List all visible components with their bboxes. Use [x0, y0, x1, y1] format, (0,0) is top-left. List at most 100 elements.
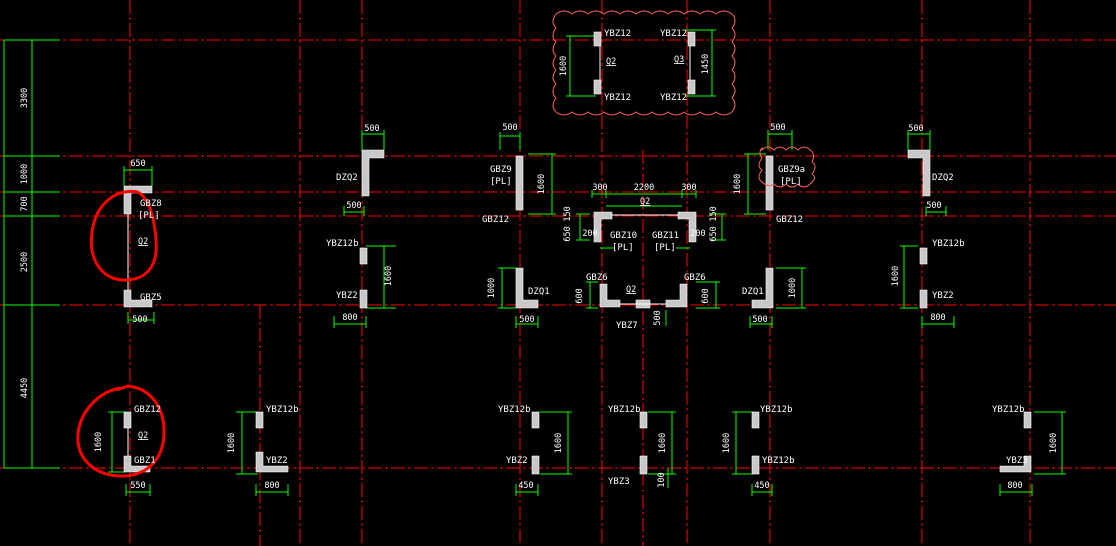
column-ybz12b-b	[255, 411, 264, 429]
dim-200-right: 200	[690, 229, 705, 239]
dim-1600-ybz12b-g: 1600	[722, 433, 732, 453]
label-gbz1: GBZ1	[134, 456, 156, 466]
column-gbz12-left	[123, 411, 132, 429]
column-gbz9	[515, 155, 524, 211]
dim-500-dzq1-right: 500	[752, 315, 767, 325]
column-gbz11	[677, 211, 697, 243]
dim-1600-ybz12b-c: 1600	[891, 266, 901, 286]
dim-150-left: 150	[563, 206, 573, 221]
column-ybz2-b	[255, 451, 289, 473]
column-gbz9a	[765, 155, 774, 211]
label-gbz9a: GBZ9a	[778, 165, 805, 175]
dim-1600-ybz12b-h: 1600	[1049, 433, 1059, 453]
dim-500-ybz7: 500	[653, 310, 663, 325]
column-ybz12b-g	[751, 411, 760, 429]
label-ybz12b-g: YBZ12b	[760, 405, 793, 415]
dim-450-ybz3-d: 450	[518, 481, 533, 491]
dim-500-gbz9a: 500	[770, 123, 785, 133]
label-ybz12b-b: YBZ12b	[266, 405, 299, 415]
label-gbz12-left: GBZ12	[134, 405, 161, 415]
wall-lines	[127, 46, 691, 456]
dim-650-gbz8: 650	[130, 159, 145, 169]
column-gbz6-left	[599, 283, 621, 308]
label-ybz12b-e: YBZ12b	[608, 405, 641, 415]
revision-cloud-top	[552, 10, 736, 116]
column-ybz12-bl	[593, 79, 602, 95]
dim-800-ybz2-b: 800	[264, 481, 279, 491]
column-ybz3-d	[531, 455, 540, 475]
column-dzq1-left	[515, 267, 539, 309]
label-ybz12-bl: YBZ12	[604, 93, 631, 103]
label-dzq2-left: DZQ2	[336, 173, 358, 183]
dim-1600-ybz12b-a: 1600	[384, 266, 394, 286]
revision-cloud-gbz9a	[758, 146, 816, 188]
label-gbz10: GBZ10	[610, 231, 637, 241]
label-ybz2-b: YBZ2	[266, 456, 288, 466]
label-ybz3-g: YBZ12b	[762, 456, 795, 466]
label-dzq1-right: DZQ1	[742, 287, 764, 297]
column-dzq2-right	[907, 149, 931, 197]
dim-1600-gbz9a: 1600	[733, 174, 743, 194]
column-ybz12b-c	[919, 247, 928, 265]
label-ybz12b-d: YBZ12b	[498, 405, 531, 415]
dim-left-1000: 1000	[20, 164, 30, 184]
dim-500-dzq2-right-bottom: 500	[926, 201, 941, 211]
dim-300-left: 300	[592, 183, 607, 193]
column-dzq2-left	[361, 149, 385, 197]
wall-label-q2-gbz6: Q2	[626, 285, 636, 295]
label-ybz12b-h: YBZ12b	[992, 405, 1025, 415]
dim-2200: 2200	[634, 183, 654, 193]
column-ybz2-h	[999, 455, 1032, 473]
wall-label-q2-top: Q2	[606, 57, 616, 67]
column-ybz12-tr	[687, 31, 696, 47]
label-gbz8: GBZ8	[140, 199, 162, 209]
column-ybz12b-f	[639, 455, 648, 475]
wall-label-q2-center: Q2	[640, 197, 650, 207]
dim-200-left: 200	[582, 229, 597, 239]
component-labels: YBZ12 YBZ12 YBZ12 YBZ12 GBZ8 [PL] GBZ5 G…	[134, 29, 1028, 487]
column-gbz6-right	[665, 283, 688, 308]
column-ybz12-tl	[593, 31, 602, 47]
dim-1600-top: 1600	[559, 56, 569, 76]
dim-left-4450: 4450	[20, 378, 30, 398]
wall-label-q2-gbz8: Q2	[138, 237, 148, 247]
dim-500-dzq1-left: 500	[519, 315, 534, 325]
wall-label-q3-top: Q3	[674, 55, 684, 65]
label-ybz3-h: YBZ3	[1006, 456, 1028, 466]
dimension-lines	[108, 29, 1066, 496]
label-ybz12b-c: YBZ12b	[932, 239, 965, 249]
label-gbz6-left: GBZ6	[586, 273, 608, 283]
dim-1600-gbz12: 1600	[94, 432, 104, 452]
label-ybz3-d: YBZ2	[506, 456, 528, 466]
dim-left-3300: 3300	[20, 88, 30, 108]
label-ybz2-c: YBZ2	[932, 291, 954, 301]
column-shapes	[123, 31, 1032, 475]
dim-500-gbz5: 500	[132, 315, 147, 325]
column-ybz12b-h	[1023, 411, 1032, 429]
column-gbz5	[123, 289, 153, 308]
dim-500-dzq2-top: 500	[364, 124, 379, 134]
label-gbz10-pl: [PL]	[612, 243, 634, 253]
dim-550-gbz1: 550	[130, 481, 145, 491]
dim-1600-ybz12b-d: 1600	[554, 433, 564, 453]
label-ybz12-tr: YBZ12	[660, 29, 687, 39]
label-gbz9a-pl: [PL]	[780, 177, 802, 187]
label-dzq1-left: DZQ1	[528, 287, 550, 297]
column-ybz12b-d	[531, 411, 540, 429]
label-dzq2-right: DZQ2	[932, 173, 954, 183]
label-gbz5: GBZ5	[140, 293, 162, 303]
dim-800-ybz2-h: 800	[1007, 481, 1022, 491]
dim-1000-dzq1-right: 1000	[788, 278, 798, 298]
label-ybz12b-f: YBZ3	[608, 477, 630, 487]
dim-150-right: 150	[709, 206, 719, 221]
dim-1600-gbz9: 1600	[537, 174, 547, 194]
column-ybz3-g	[751, 455, 760, 475]
label-gbz9: GBZ9	[490, 165, 512, 175]
column-ybz2-c	[919, 289, 928, 309]
dim-600-gbz6-right: 600	[701, 288, 711, 303]
dim-650-left: 650	[563, 226, 573, 241]
dim-left-2500: 2500	[20, 252, 30, 272]
dim-500-dzq2-bottom: 500	[346, 201, 361, 211]
